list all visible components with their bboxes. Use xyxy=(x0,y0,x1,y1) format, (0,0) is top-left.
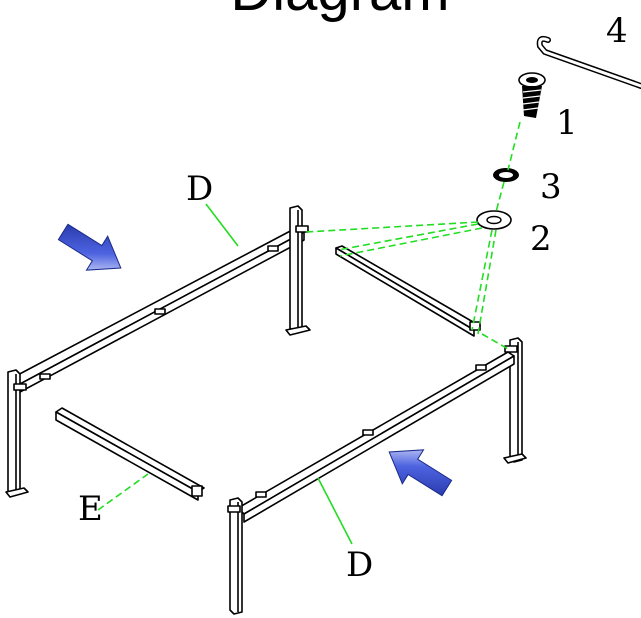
back-post xyxy=(285,205,311,336)
leader-d-top xyxy=(205,203,239,247)
back-rail-d xyxy=(11,227,305,393)
side-rail-e xyxy=(55,407,205,501)
hex-key-icon xyxy=(536,35,641,89)
label-part-3: 3 xyxy=(540,167,562,207)
page-title: Diagram xyxy=(230,0,449,23)
lock-washer-icon xyxy=(493,168,519,182)
label-rail-e: E xyxy=(78,489,103,529)
front-post xyxy=(227,497,243,615)
assembly-guides xyxy=(305,121,521,351)
right-short-rail xyxy=(335,245,481,337)
leader-d-bottom xyxy=(317,477,353,545)
label-rail-d-bottom: D xyxy=(346,545,373,585)
blue-arrow-icon xyxy=(388,449,453,497)
front-rail-d xyxy=(237,351,515,523)
right-post xyxy=(503,337,527,464)
label-part-1: 1 xyxy=(556,103,578,143)
flat-washer-icon xyxy=(476,210,512,230)
bolt-icon xyxy=(518,72,546,118)
label-rail-d-top: D xyxy=(186,169,213,209)
blue-arrow-icon xyxy=(57,223,122,271)
label-part-4: 4 xyxy=(606,11,628,51)
leader-e xyxy=(97,473,149,511)
label-part-2: 2 xyxy=(530,219,552,259)
left-post xyxy=(5,369,29,498)
